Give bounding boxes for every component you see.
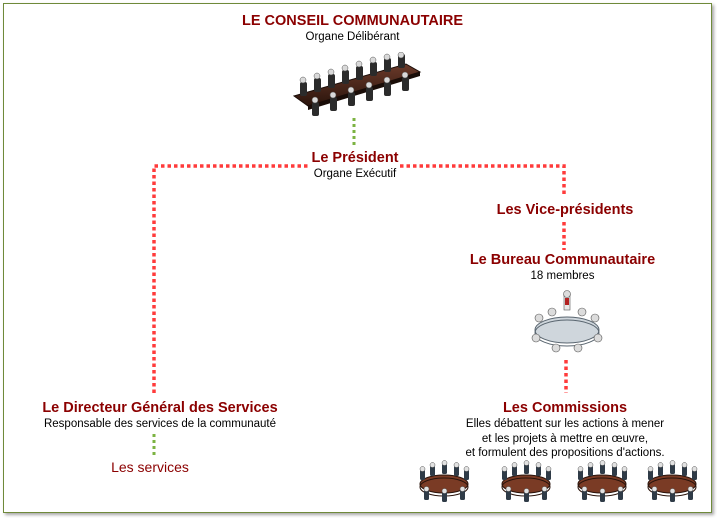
commission-tables-illustration (419, 460, 698, 502)
conseil-title: LE CONSEIL COMMUNAUTAIRE (242, 13, 463, 29)
commissions-node: Les Commissions Elles débattent sur les … (430, 399, 700, 460)
directeur-subtitle: Responsable des services de la communaut… (43, 418, 277, 431)
conference-table-illustration (292, 52, 422, 116)
conseil-subtitle: Organe Délibérant (305, 31, 400, 44)
services-label: Les services (111, 459, 189, 475)
services-node: Les services (90, 459, 210, 477)
commissions-title: Les Commissions (502, 400, 628, 416)
commissions-description: Elles débattent sur les actions à mener … (430, 417, 700, 460)
vice-presidents-node: Les Vice-présidents (470, 201, 660, 219)
commissions-line-2: et les projets à mettre en œuvre, (481, 432, 649, 445)
president-node: Le Président Organe Exécutif (280, 149, 430, 182)
connector-president-branches (152, 164, 308, 393)
vice-presidents-title: Les Vice-présidents (496, 202, 634, 218)
connector-president-right (400, 164, 566, 196)
president-subtitle: Organe Exécutif (313, 168, 397, 181)
bureau-node: Le Bureau Communautaire 18 membres (450, 251, 675, 284)
bureau-title: Le Bureau Communautaire (469, 252, 656, 268)
president-title: Le Président (311, 150, 399, 166)
conseil-node: LE CONSEIL COMMUNAUTAIRE Organe Délibéra… (200, 12, 505, 45)
bureau-subtitle: 18 membres (530, 270, 595, 283)
directeur-node: Le Directeur Général des Services Respon… (20, 399, 300, 432)
directeur-title: Le Directeur Général des Services (42, 400, 278, 416)
commissions-line-3: et formulent des propositions d'actions. (465, 446, 665, 459)
round-table-illustration (531, 290, 603, 353)
commissions-line-1: Elles débattent sur les actions à mener (465, 418, 665, 431)
